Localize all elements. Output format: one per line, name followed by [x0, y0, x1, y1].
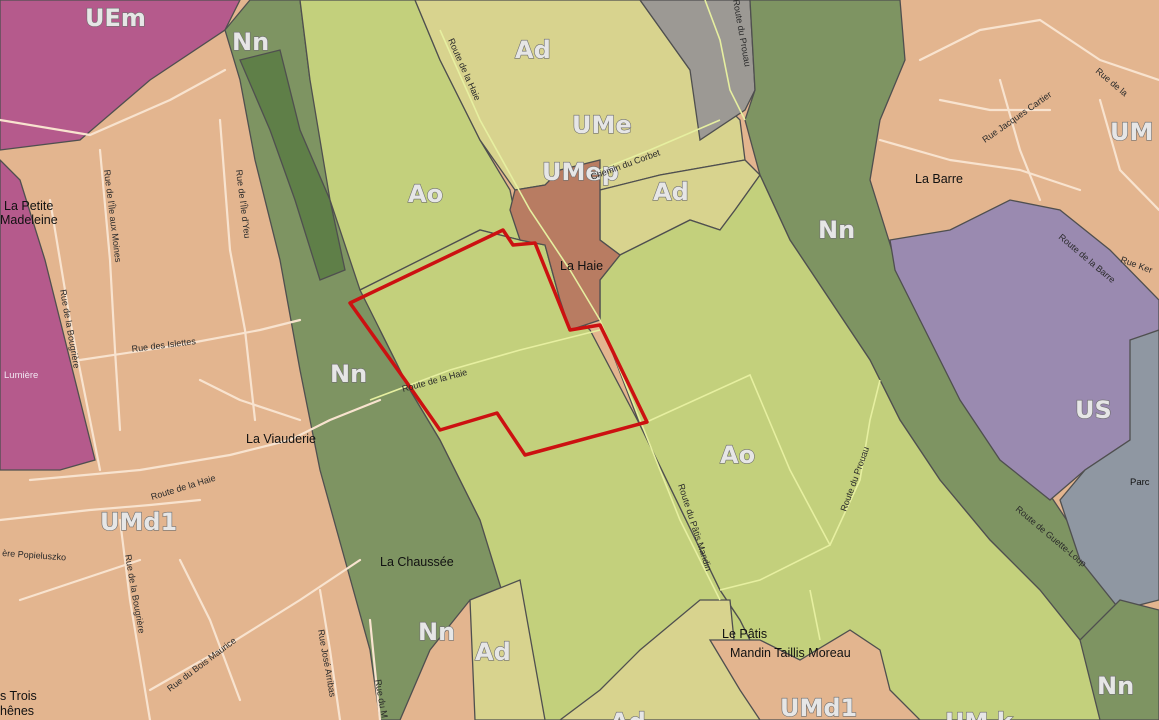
place-label-les-trois: s Trois — [0, 689, 37, 703]
zone-label-nn-top: Nn — [232, 28, 269, 56]
street — [148, 558, 362, 692]
street — [28, 398, 382, 482]
place-label-madeleine: Madeleine — [0, 213, 58, 227]
place-label-chenes: hênes — [0, 704, 34, 718]
zone-grey — [639, 0, 756, 142]
zone-us-grey — [1059, 329, 1159, 611]
zone-ao-right — [599, 173, 1121, 720]
street — [368, 618, 382, 720]
zone-label-ad-top: Ad — [515, 36, 551, 64]
street — [198, 378, 302, 422]
zone-label-us: US — [1075, 396, 1112, 424]
place-label-parc: Parc — [1130, 477, 1150, 488]
zone-label-umep: UMep — [542, 158, 619, 186]
street — [998, 78, 1042, 202]
street — [918, 18, 1159, 82]
street — [178, 558, 242, 702]
road-route-du-prouau — [829, 379, 881, 546]
zone-ad-bottom — [469, 579, 546, 720]
zone-label-ad-bottom: Ad — [475, 638, 511, 666]
zone-natural-dark — [239, 49, 346, 281]
street — [218, 118, 257, 422]
zone-uem-top — [0, 0, 241, 151]
street — [118, 518, 152, 720]
road-field-edge — [639, 373, 832, 591]
place-labels: La Petite Madeleine La Barre La Haie La … — [0, 172, 1150, 718]
street — [878, 138, 1082, 192]
zone-label-umk-bottom: UM k — [945, 708, 1014, 720]
place-label-la-viauderie: La Viauderie — [246, 432, 316, 446]
zone-label-umd1-left: UMd1 — [100, 508, 177, 536]
place-label-mandin-taillis: Mandin Taillis Moreau — [730, 646, 851, 660]
zone-labels: UEm Nn Ad UMe UMep Ad Ao Nn UM Nn US Ao … — [84, 3, 1154, 720]
place-label-la-haie: La Haie — [560, 259, 603, 273]
project-boundary — [348, 228, 649, 457]
road-route-de-la-haie — [439, 29, 601, 321]
street — [1098, 98, 1159, 212]
zone-label-ao-right: Ao — [720, 441, 755, 469]
road-layer — [369, 0, 881, 641]
zone-label-ad-mid: Ad — [653, 178, 689, 206]
place-label-le-patis: Le Pâtis — [722, 627, 767, 641]
zone-umd1-bottom — [708, 629, 921, 720]
street — [78, 318, 302, 362]
zone-label-ad-bottom2: Ad — [610, 708, 646, 720]
street — [0, 68, 227, 137]
zone-label-nn-left: Nn — [330, 360, 367, 388]
zone-label-umd1-bottom: UMd1 — [780, 694, 857, 720]
zone-label-um-right: UM — [1110, 118, 1153, 146]
street — [98, 148, 122, 432]
street-label: ère Popieluszko — [2, 548, 67, 562]
road-corbet — [599, 119, 721, 171]
street — [318, 588, 342, 720]
road-prouau-north — [704, 0, 746, 121]
zone-label-nn-bottom-right: Nn — [1097, 672, 1134, 700]
zone-label-ume: UMe — [572, 111, 632, 139]
zone-natural-bottom-right — [1079, 599, 1159, 720]
street — [48, 198, 102, 472]
zone-label-nn-bottom: Nn — [418, 618, 455, 646]
street-layer — [0, 18, 1159, 720]
zone-uem-left — [0, 159, 96, 471]
zone-label-ao-left: Ao — [408, 180, 443, 208]
place-label-la-chaussee: La Chaussée — [380, 555, 454, 569]
road-prouau-spur — [809, 589, 821, 641]
zone-label-nn-mid: Nn — [818, 216, 855, 244]
place-label-la-barre: La Barre — [915, 172, 963, 186]
place-label-lumiere: Lumière — [4, 370, 38, 381]
street — [18, 558, 142, 602]
zone-label-uem: UEm — [85, 4, 146, 32]
street — [938, 98, 1052, 112]
street — [0, 498, 202, 522]
place-label-la-petite: La Petite — [4, 199, 53, 213]
zone-hamlet — [509, 159, 621, 331]
